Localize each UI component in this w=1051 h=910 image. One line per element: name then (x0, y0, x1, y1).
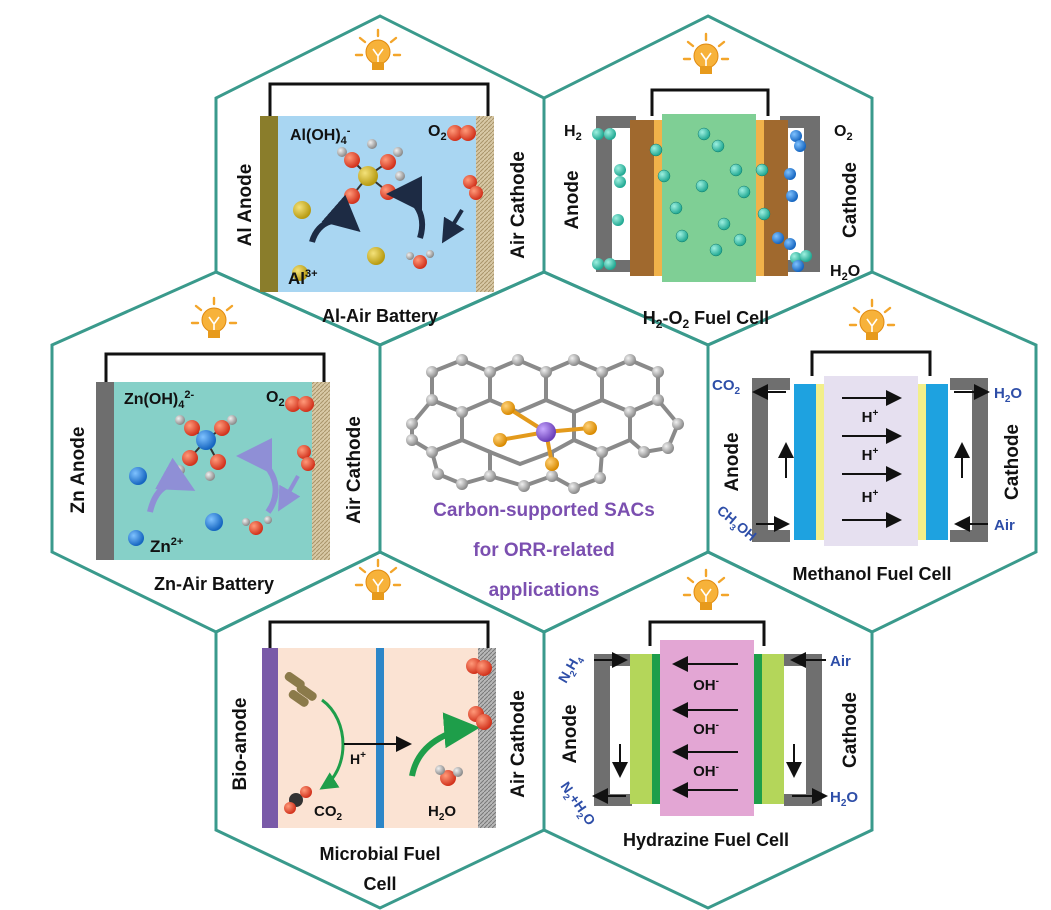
methanol-fuel-cell-panel: H+ H+ H+ CO2 H2O CH3OH Air Anode Cathode… (712, 298, 1023, 584)
bacteria-icon (284, 671, 317, 707)
hex-hydrazine (542, 550, 874, 910)
al-species-label: Al(OH)4- (290, 125, 351, 147)
methanol-proton-1: H+ (862, 408, 879, 426)
h2-label: H2 (564, 123, 582, 143)
hydrazine-fuel-cell-panel: OH- OH- OH- N2H4 N2+H2O Air H2O Anode Ca… (555, 568, 861, 850)
center-panel: Carbon-supported SACs for ORR-related ap… (406, 354, 684, 601)
center-text-line2: for ORR-related (473, 540, 614, 561)
hydrazine-cathode-label: Cathode (840, 692, 861, 768)
methanol-proton-2: H+ (862, 446, 879, 464)
zn-species-label: Zn(OH)42- (124, 389, 194, 411)
zn-ion-label: Zn2+ (150, 536, 183, 556)
methanol-co2-label: CO2 (712, 377, 741, 397)
metal-atom-icon (536, 422, 556, 442)
zn-air-battery-panel: Zn(OH)42- O2 Zn2+ Zn Anode Air Cathode Z… (68, 296, 365, 594)
al-o2-label: O2 (428, 123, 447, 143)
lightbulb-icon (682, 32, 730, 76)
zn-anode-label: Zn Anode (68, 427, 89, 514)
al-air-battery-panel: Al(OH)4- O2 Al3+ Al Anode Air Cathode Al… (235, 28, 529, 326)
methanol-anode-label: Anode (722, 432, 743, 491)
methanol-title: Methanol Fuel Cell (792, 564, 951, 584)
zn-cathode-label: Air Cathode (344, 416, 365, 524)
hydrazine-anode-label: Anode (560, 704, 581, 763)
h2o2-cathode-label: Cathode (840, 162, 861, 238)
o2-label: O2 (834, 123, 853, 143)
zn-air-title: Zn-Air Battery (154, 574, 274, 594)
al-ion-label: Al3+ (288, 268, 318, 288)
hydroxide-label-3: OH- (693, 762, 719, 780)
microbial-cathode-label: Air Cathode (508, 690, 529, 798)
lightbulb-icon (848, 298, 896, 342)
zn-o2-label: O2 (266, 389, 285, 409)
hydrazine-title: Hydrazine Fuel Cell (623, 830, 789, 850)
methanol-cathode-label: Cathode (1002, 424, 1023, 500)
al-air-title: Al-Air Battery (322, 306, 438, 326)
methanol-proton-3: H+ (862, 488, 879, 506)
microbial-fuel-cell-panel: H+ CO2 H2O Bio-anode Air Cathode Microbi… (230, 558, 529, 894)
hydrazine-n2h4-label: N2H4 (555, 651, 587, 687)
proton-particles (649, 127, 771, 257)
hydrazine-products-label: N2+H2O (555, 779, 599, 830)
al-cathode-label: Air Cathode (508, 151, 529, 259)
h2o-label: H2O (830, 263, 860, 283)
methanol-h2o-label: H2O (994, 385, 1022, 405)
h2-o2-fuel-cell-panel: H2 O2 H2O Anode Cathode H2-O2 Fuel Cell (562, 32, 861, 331)
hydrazine-air-label: Air (830, 653, 851, 670)
center-text-line1: Carbon-supported SACs (433, 500, 655, 521)
h2o2-anode-label: Anode (562, 170, 583, 229)
al-anode-label: Al Anode (235, 164, 256, 247)
lightbulb-icon (354, 558, 402, 602)
microbial-title-line2: Cell (363, 874, 396, 894)
microbial-proton-label: H+ (350, 750, 366, 767)
microbial-h2o-label: H2O (428, 803, 456, 823)
hydroxide-label-2: OH- (693, 720, 719, 738)
lightbulb-icon (682, 568, 730, 612)
microbial-title-line1: Microbial Fuel (319, 844, 440, 864)
hydroxide-label-1: OH- (693, 676, 719, 694)
microbial-anode-label: Bio-anode (230, 698, 251, 791)
lightbulb-icon (190, 296, 238, 340)
h2o2-title: H2-O2 Fuel Cell (643, 308, 769, 331)
lightbulb-icon (354, 28, 402, 72)
methanol-air-label: Air (994, 517, 1015, 534)
hexagon-grid (50, 14, 1038, 910)
microbial-co2-label: CO2 (314, 803, 343, 823)
hydrazine-h2o-label: H2O (830, 789, 858, 809)
center-text-line3: applications (489, 580, 600, 601)
